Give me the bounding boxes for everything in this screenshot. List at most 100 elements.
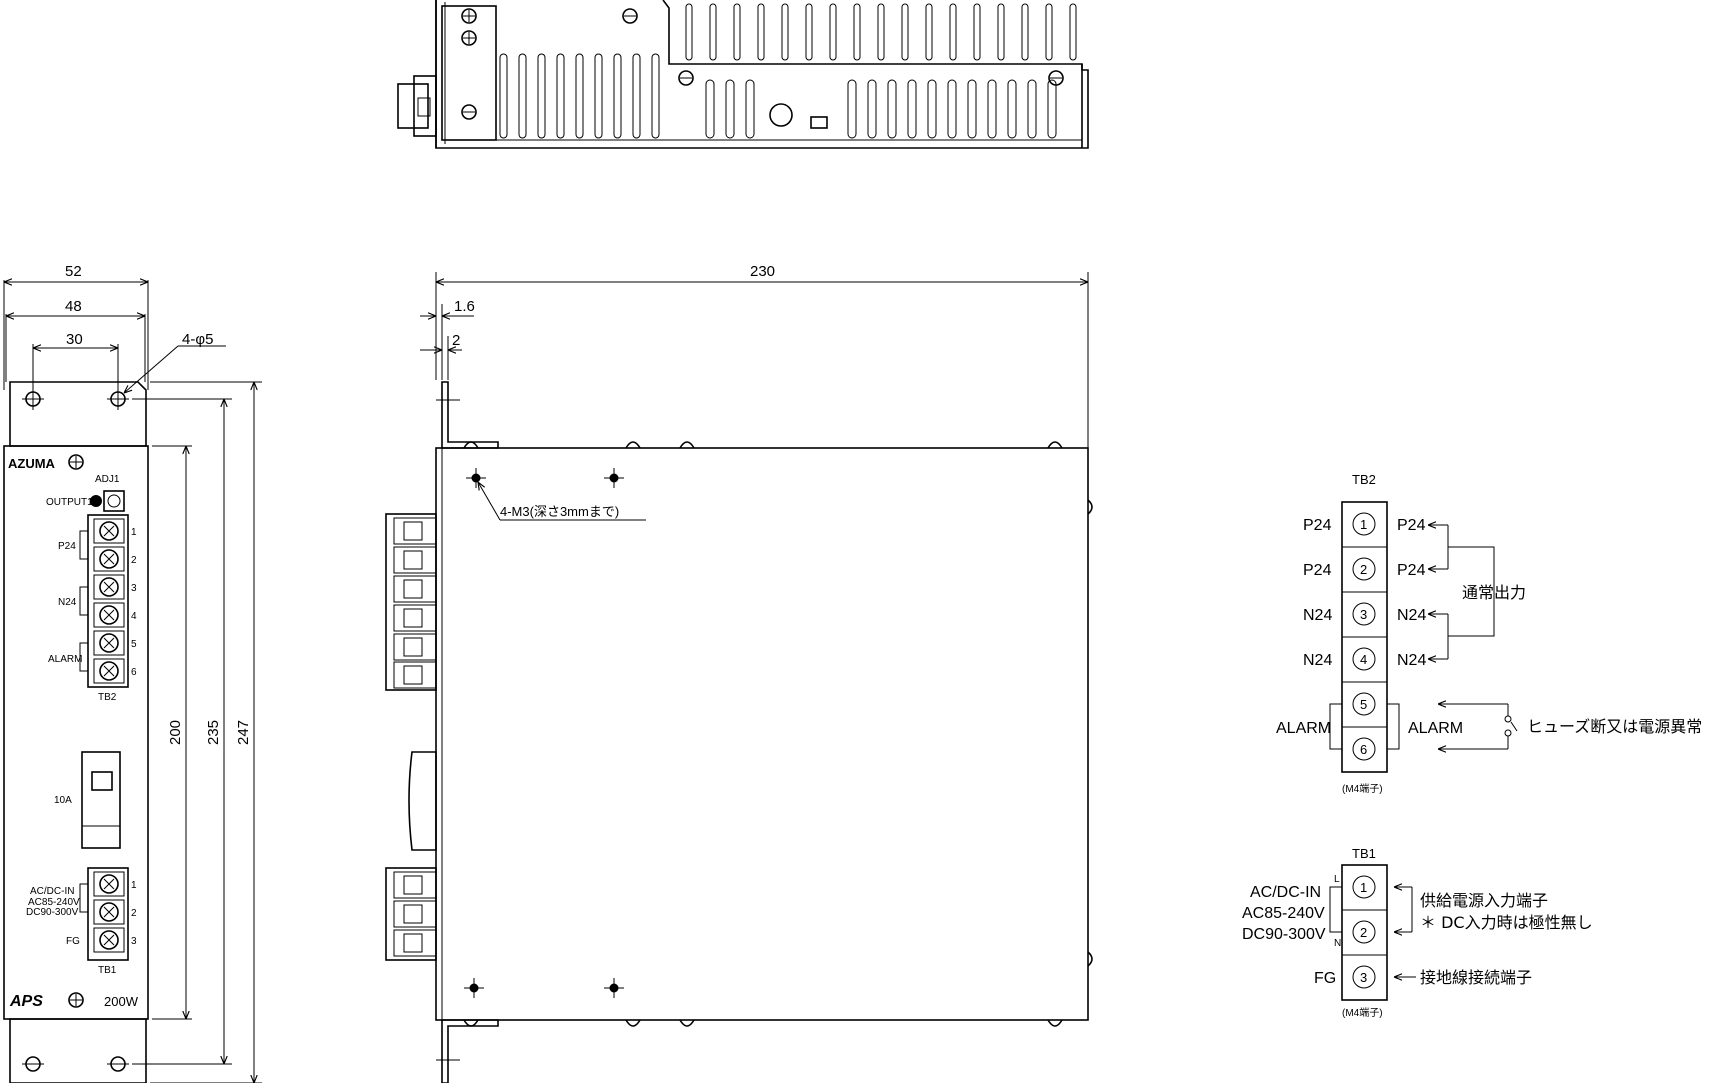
supply-note: 供給電源入力端子: [1420, 891, 1548, 910]
model-label: APS: [9, 993, 43, 1010]
polarity-note: ＊ DC入力時は極性無し: [1420, 913, 1593, 932]
panel-face: [3, 445, 149, 1020]
tb2-title: TB2: [1352, 472, 1376, 487]
dim-247: 247: [235, 720, 252, 745]
tb1-terminal-number-icon: [1352, 875, 1376, 989]
dim-52: 52: [65, 263, 82, 280]
tb1-num-1: 1: [1360, 880, 1367, 895]
tb2-left-3: N24: [1303, 607, 1332, 624]
fuse-holder[interactable]: [81, 751, 121, 849]
tb2-num-1: 1: [1360, 517, 1367, 532]
tb1-num-2: 2: [131, 908, 137, 919]
tb2-num-3: 3: [131, 583, 137, 594]
tb2-right-4: N24: [1397, 652, 1426, 669]
adjust-hole: [769, 103, 793, 127]
tb2-num-4: 4: [131, 611, 137, 622]
dim-200: 200: [167, 720, 184, 745]
output-led-icon: [90, 495, 102, 507]
side-view: 4-M3(深さ3mmまで): [385, 263, 1093, 1083]
tb1-num-2: 2: [1360, 925, 1367, 940]
tb1-label: TB1: [98, 965, 117, 976]
tb1-num-3: 3: [1360, 970, 1367, 985]
vent-slots-left: [499, 53, 660, 139]
dim-30: 30: [66, 331, 83, 348]
tb2-block: [87, 514, 129, 688]
tb1-num-1: 1: [131, 880, 137, 891]
fuse-side: [408, 751, 437, 851]
side-body: [435, 447, 1089, 1021]
tb2-screws: [93, 518, 125, 684]
tb2-right-2: P24: [1397, 562, 1426, 579]
tb2-num-2: 2: [1360, 562, 1367, 577]
tb2-left-2: P24: [1303, 562, 1332, 579]
tb2-left-1: P24: [1303, 517, 1332, 534]
screw-head-icon: [463, 441, 1093, 1027]
tb2-side-terminals: [385, 513, 437, 691]
fuse-label: 10A: [54, 795, 72, 806]
tb2-num-5: 5: [1360, 697, 1367, 712]
tb1-num-3: 3: [131, 936, 137, 947]
contact-icon: [1504, 715, 1512, 723]
vent-slots-right: [705, 79, 1057, 139]
n-label: N: [1334, 938, 1341, 949]
screw-note: 4-M3(深さ3mmまで): [500, 504, 619, 519]
power-label: 200W: [104, 994, 139, 1009]
adj-label: ADJ1: [95, 474, 120, 485]
screw-icon: [68, 454, 84, 1008]
tb2-left-4: N24: [1303, 652, 1332, 669]
dim-1-6: 1.6: [454, 298, 475, 315]
tb2-num-4: 4: [1360, 652, 1367, 667]
fg-label: FG: [1314, 970, 1336, 987]
tb2-num-6: 6: [1360, 742, 1367, 757]
m3-hole-icon: [464, 468, 624, 998]
dim-235: 235: [205, 720, 222, 745]
fg-label: FG: [66, 936, 80, 947]
adj-trimmer[interactable]: [103, 490, 125, 512]
alarm-label: ALARM: [48, 654, 82, 665]
top-flange: [9, 381, 147, 447]
side-dimensions: [420, 272, 1089, 448]
fuse-note: ヒューズ断又は電源異常: [1527, 717, 1702, 736]
n24-label: N24: [58, 597, 77, 608]
ground-note: 接地線接続端子: [1420, 968, 1532, 987]
ac-label: AC85-240V: [28, 897, 80, 908]
tb1-side-terminals: [385, 867, 437, 961]
tb1-terminal-type: (M4端子): [1342, 1006, 1383, 1019]
acdc-label: AC/DC-IN: [1250, 884, 1321, 901]
tb1-block: [87, 867, 129, 961]
mount-bracket-top: [441, 5, 497, 141]
tb2-num-6: 6: [131, 667, 137, 678]
tb2-right-3: N24: [1397, 607, 1426, 624]
tb2-label: TB2: [98, 692, 117, 703]
p24-label: P24: [58, 541, 76, 552]
tb1-wiring: TB1 1 2 3 L N AC/DC-IN AC85-240V DC90-30…: [1242, 846, 1593, 1019]
ac-label: AC85-240V: [1242, 905, 1325, 922]
tb2-wiring: TB2 1 2 3 4 5 6 P24 P24 N24 N24 P24 P24 …: [1276, 472, 1702, 795]
dim-48: 48: [65, 298, 82, 315]
brand-label: AZUMA: [8, 456, 56, 471]
screw-icon: [461, 8, 1064, 120]
mount-hole-icon: [22, 388, 129, 1072]
tb2-num-2: 2: [131, 555, 137, 566]
tb2-right-1: P24: [1397, 517, 1426, 534]
tb2-terminal-type: (M4端子): [1342, 782, 1383, 795]
tb2-num-5: 5: [131, 639, 137, 650]
contact-icon: [1504, 729, 1512, 737]
tb2-num-3: 3: [1360, 607, 1367, 622]
heatsink-fins: [685, 3, 1077, 61]
tb1-screws: [93, 871, 125, 953]
l-label: L: [1334, 874, 1340, 885]
tb1-title: TB1: [1352, 846, 1376, 861]
alarm-left-label: ALARM: [1276, 720, 1331, 737]
front-dimensions: [3, 280, 262, 1083]
bottom-flange: [9, 1018, 147, 1083]
tb2-num-1: 1: [131, 527, 137, 538]
top-view: [397, 0, 1089, 149]
normal-output-label: 通常出力: [1462, 583, 1526, 602]
acdc-label: AC/DC-IN: [30, 886, 74, 897]
dim-230: 230: [750, 263, 775, 280]
front-panel: AZUMA ADJ1 OUTPUT1 1 2 3 4 5 6 P24 N24 A: [3, 263, 262, 1083]
output-label: OUTPUT1: [46, 497, 93, 508]
indicator-window: [810, 116, 828, 129]
